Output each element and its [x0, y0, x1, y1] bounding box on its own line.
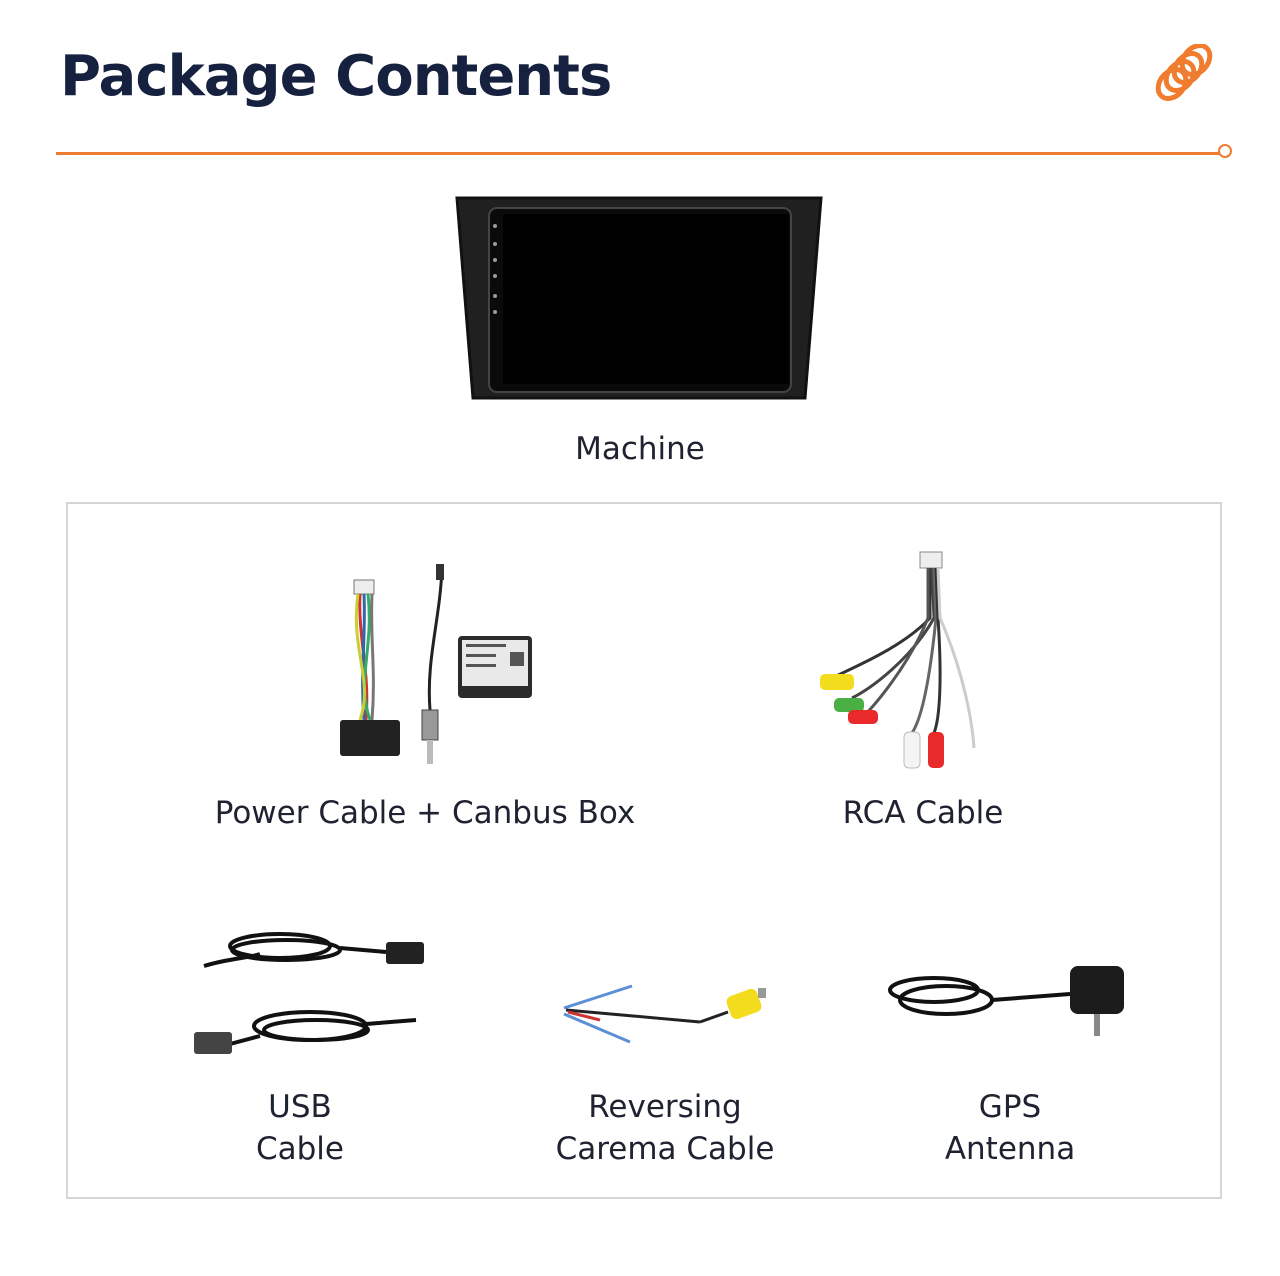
page-title: Package Contents [60, 44, 612, 109]
header-divider [56, 152, 1226, 155]
item-label-reversing-camera-cable: Reversing Carema Cable [555, 1089, 775, 1167]
accessories-panel [66, 502, 1222, 1199]
rca-cable-image [820, 551, 976, 769]
gps-antenna-image [888, 966, 1124, 1036]
item-label-rca-cable: RCA Cable [842, 795, 1004, 831]
power-cable-canbus-image [340, 564, 532, 764]
car-stereo-unit-image [455, 196, 823, 400]
item-label-gps-antenna: GPS Antenna [944, 1089, 1076, 1167]
orange-coil-logo-icon [1155, 44, 1213, 101]
reversing-camera-cable-image [563, 984, 766, 1044]
usb-cable-image [194, 932, 424, 1054]
machine-label: Machine [575, 431, 705, 467]
item-label-usb-cable: USB Cable [255, 1089, 344, 1167]
item-label-power-cable: Power Cable + Canbus Box [214, 795, 636, 831]
divider-end-dot [1218, 144, 1232, 158]
